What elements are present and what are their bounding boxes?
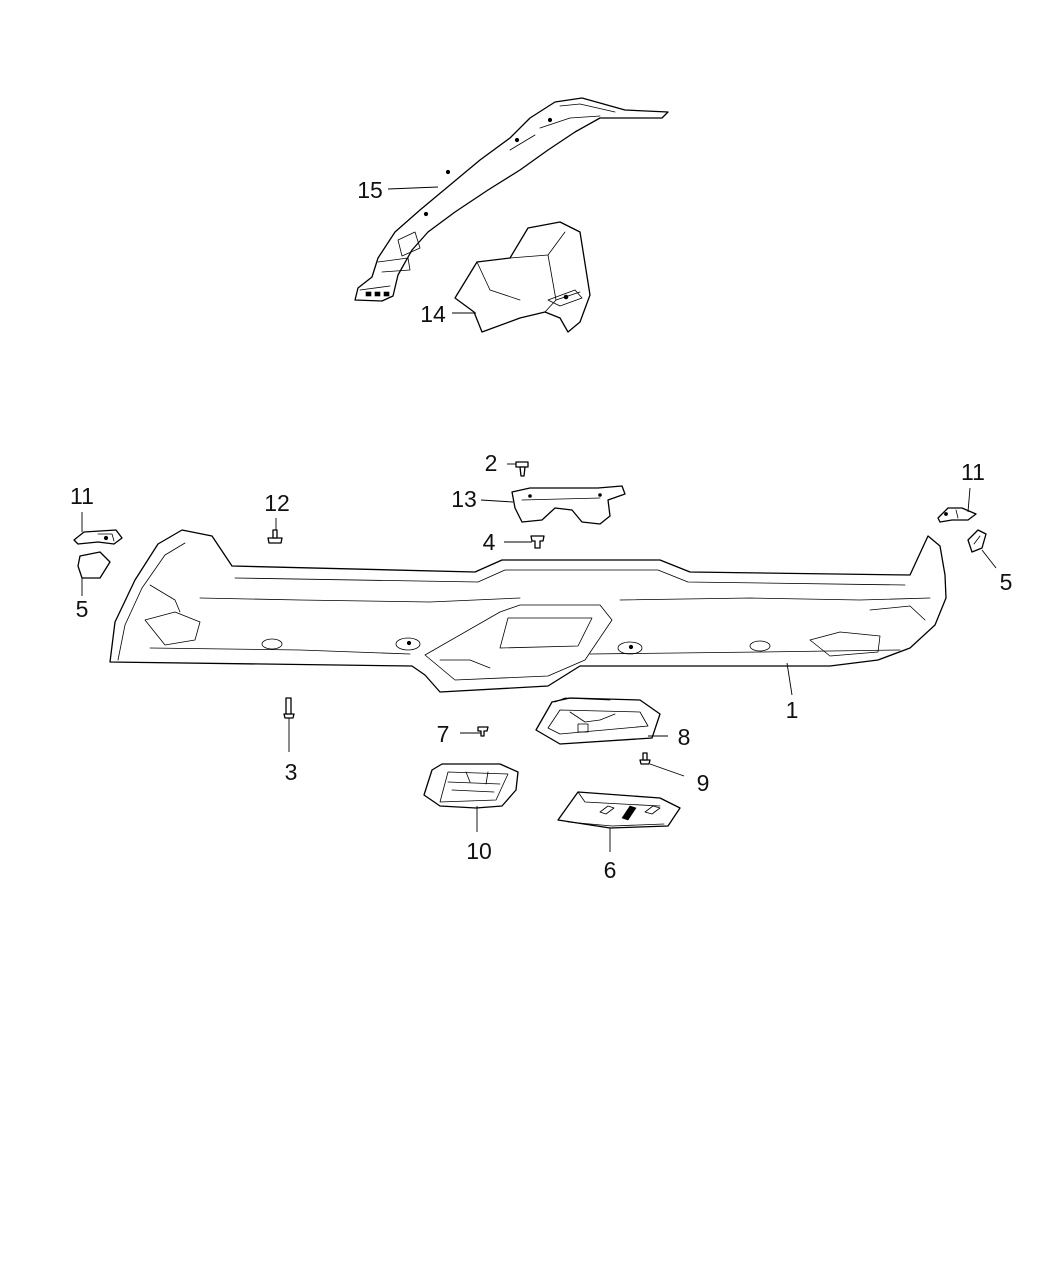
callout-9: 9	[697, 770, 710, 796]
part-4-clip	[530, 535, 545, 549]
leader-15	[387, 186, 439, 190]
part-8-lamp-housing	[535, 697, 661, 745]
part-15-reinforcement-bracket	[354, 97, 669, 302]
part-9-screw	[639, 752, 651, 765]
callout-5-left: 5	[76, 596, 89, 622]
part-10-overhead-bin	[423, 763, 519, 809]
callout-13: 13	[451, 486, 477, 512]
part-11-left-retainer	[73, 529, 123, 545]
leader-13	[480, 499, 514, 503]
part-6-overhead-lamp	[557, 791, 681, 829]
callout-3: 3	[285, 759, 298, 785]
part-7-clip	[477, 726, 489, 737]
part-5-left-cap	[77, 551, 111, 579]
callout-1: 1	[786, 697, 799, 723]
callout-4: 4	[483, 529, 496, 555]
part-2-screw	[515, 461, 529, 477]
leader-lines	[81, 186, 997, 852]
leader-1	[786, 662, 793, 696]
callout-6: 6	[604, 857, 617, 883]
part-5-right-cap	[967, 529, 987, 553]
part-3-screw	[283, 697, 295, 719]
part-11-right-retainer	[937, 507, 977, 523]
callout-7: 7	[437, 721, 450, 747]
part-14-duct-bracket	[454, 221, 591, 333]
callout-11-left: 11	[70, 483, 94, 509]
callout-15: 15	[357, 177, 383, 203]
leader-9	[649, 763, 685, 777]
callout-2: 2	[485, 450, 498, 476]
callout-5-right: 5	[1000, 569, 1013, 595]
callout-11-right: 11	[961, 459, 985, 485]
part-12-push-pin	[267, 529, 283, 544]
part-13-console-bracket	[511, 485, 626, 525]
callout-labels: 15 14 2 13 4 12 11 5 11 5 1 3 7 8 9 10 6	[70, 177, 1012, 883]
leader-5-right	[981, 549, 997, 569]
callout-14: 14	[420, 301, 446, 327]
callout-12: 12	[264, 490, 290, 516]
callout-8: 8	[678, 724, 691, 750]
callout-10: 10	[466, 838, 492, 864]
leader-11-right	[967, 487, 971, 513]
part-1-headliner	[109, 529, 947, 693]
